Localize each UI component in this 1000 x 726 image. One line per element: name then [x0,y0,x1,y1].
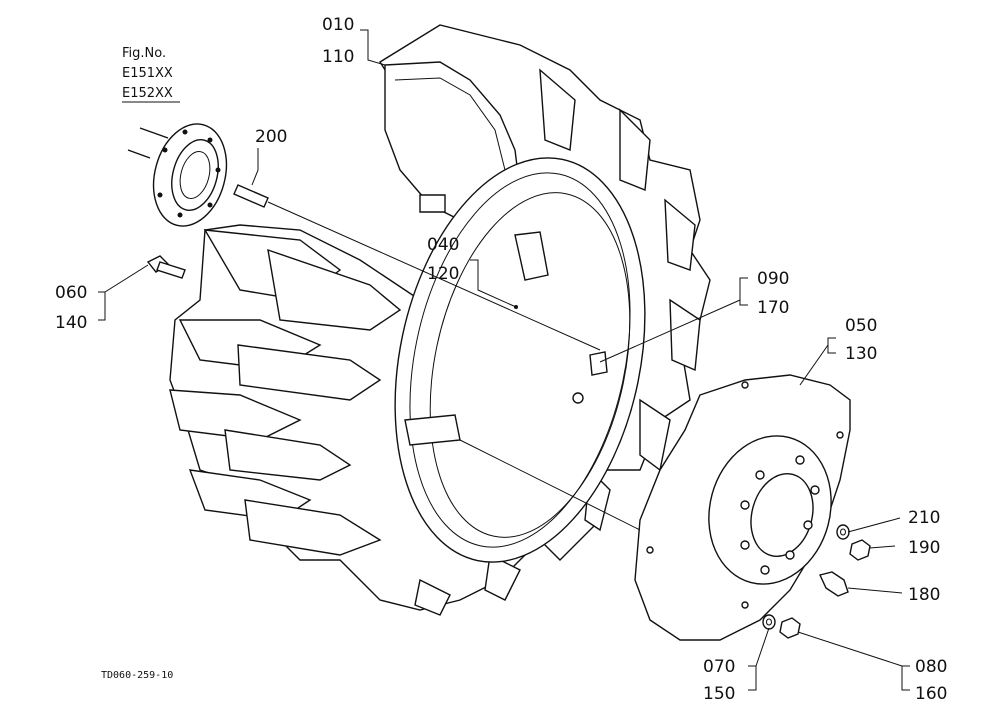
fig-number-2: E152XX [122,86,173,101]
wheel-stud [233,184,601,351]
callout-060: 060 [55,283,87,303]
callout-050: 050 [845,316,877,336]
hardware [762,524,871,639]
callout-110: 110 [322,47,354,67]
callout-170: 170 [757,298,789,318]
callout-200: 200 [255,127,287,147]
fig-number-1: E151XX [122,66,173,81]
callout-140: 140 [55,313,87,333]
callout-070: 070 [703,657,735,677]
callout-180: 180 [908,585,940,605]
fig-no-label: Fig.No. [122,46,166,61]
wheel-rim [394,157,646,563]
callout-040: 040 [427,235,459,255]
callout-120: 120 [427,264,459,284]
callout-010: 010 [322,15,354,35]
callout-130: 130 [845,344,877,364]
leader-lines [98,29,910,691]
drawing-code: TD060-259-10 [101,670,173,681]
callout-210: 210 [908,508,940,528]
callout-150: 150 [703,684,735,704]
callout-090: 090 [757,269,789,289]
callout-190: 190 [908,538,940,558]
callout-160: 160 [915,684,947,704]
callout-080: 080 [915,657,947,677]
hub-flange [127,123,228,227]
wheel-disc [459,374,851,641]
bolt-060 [146,255,186,279]
